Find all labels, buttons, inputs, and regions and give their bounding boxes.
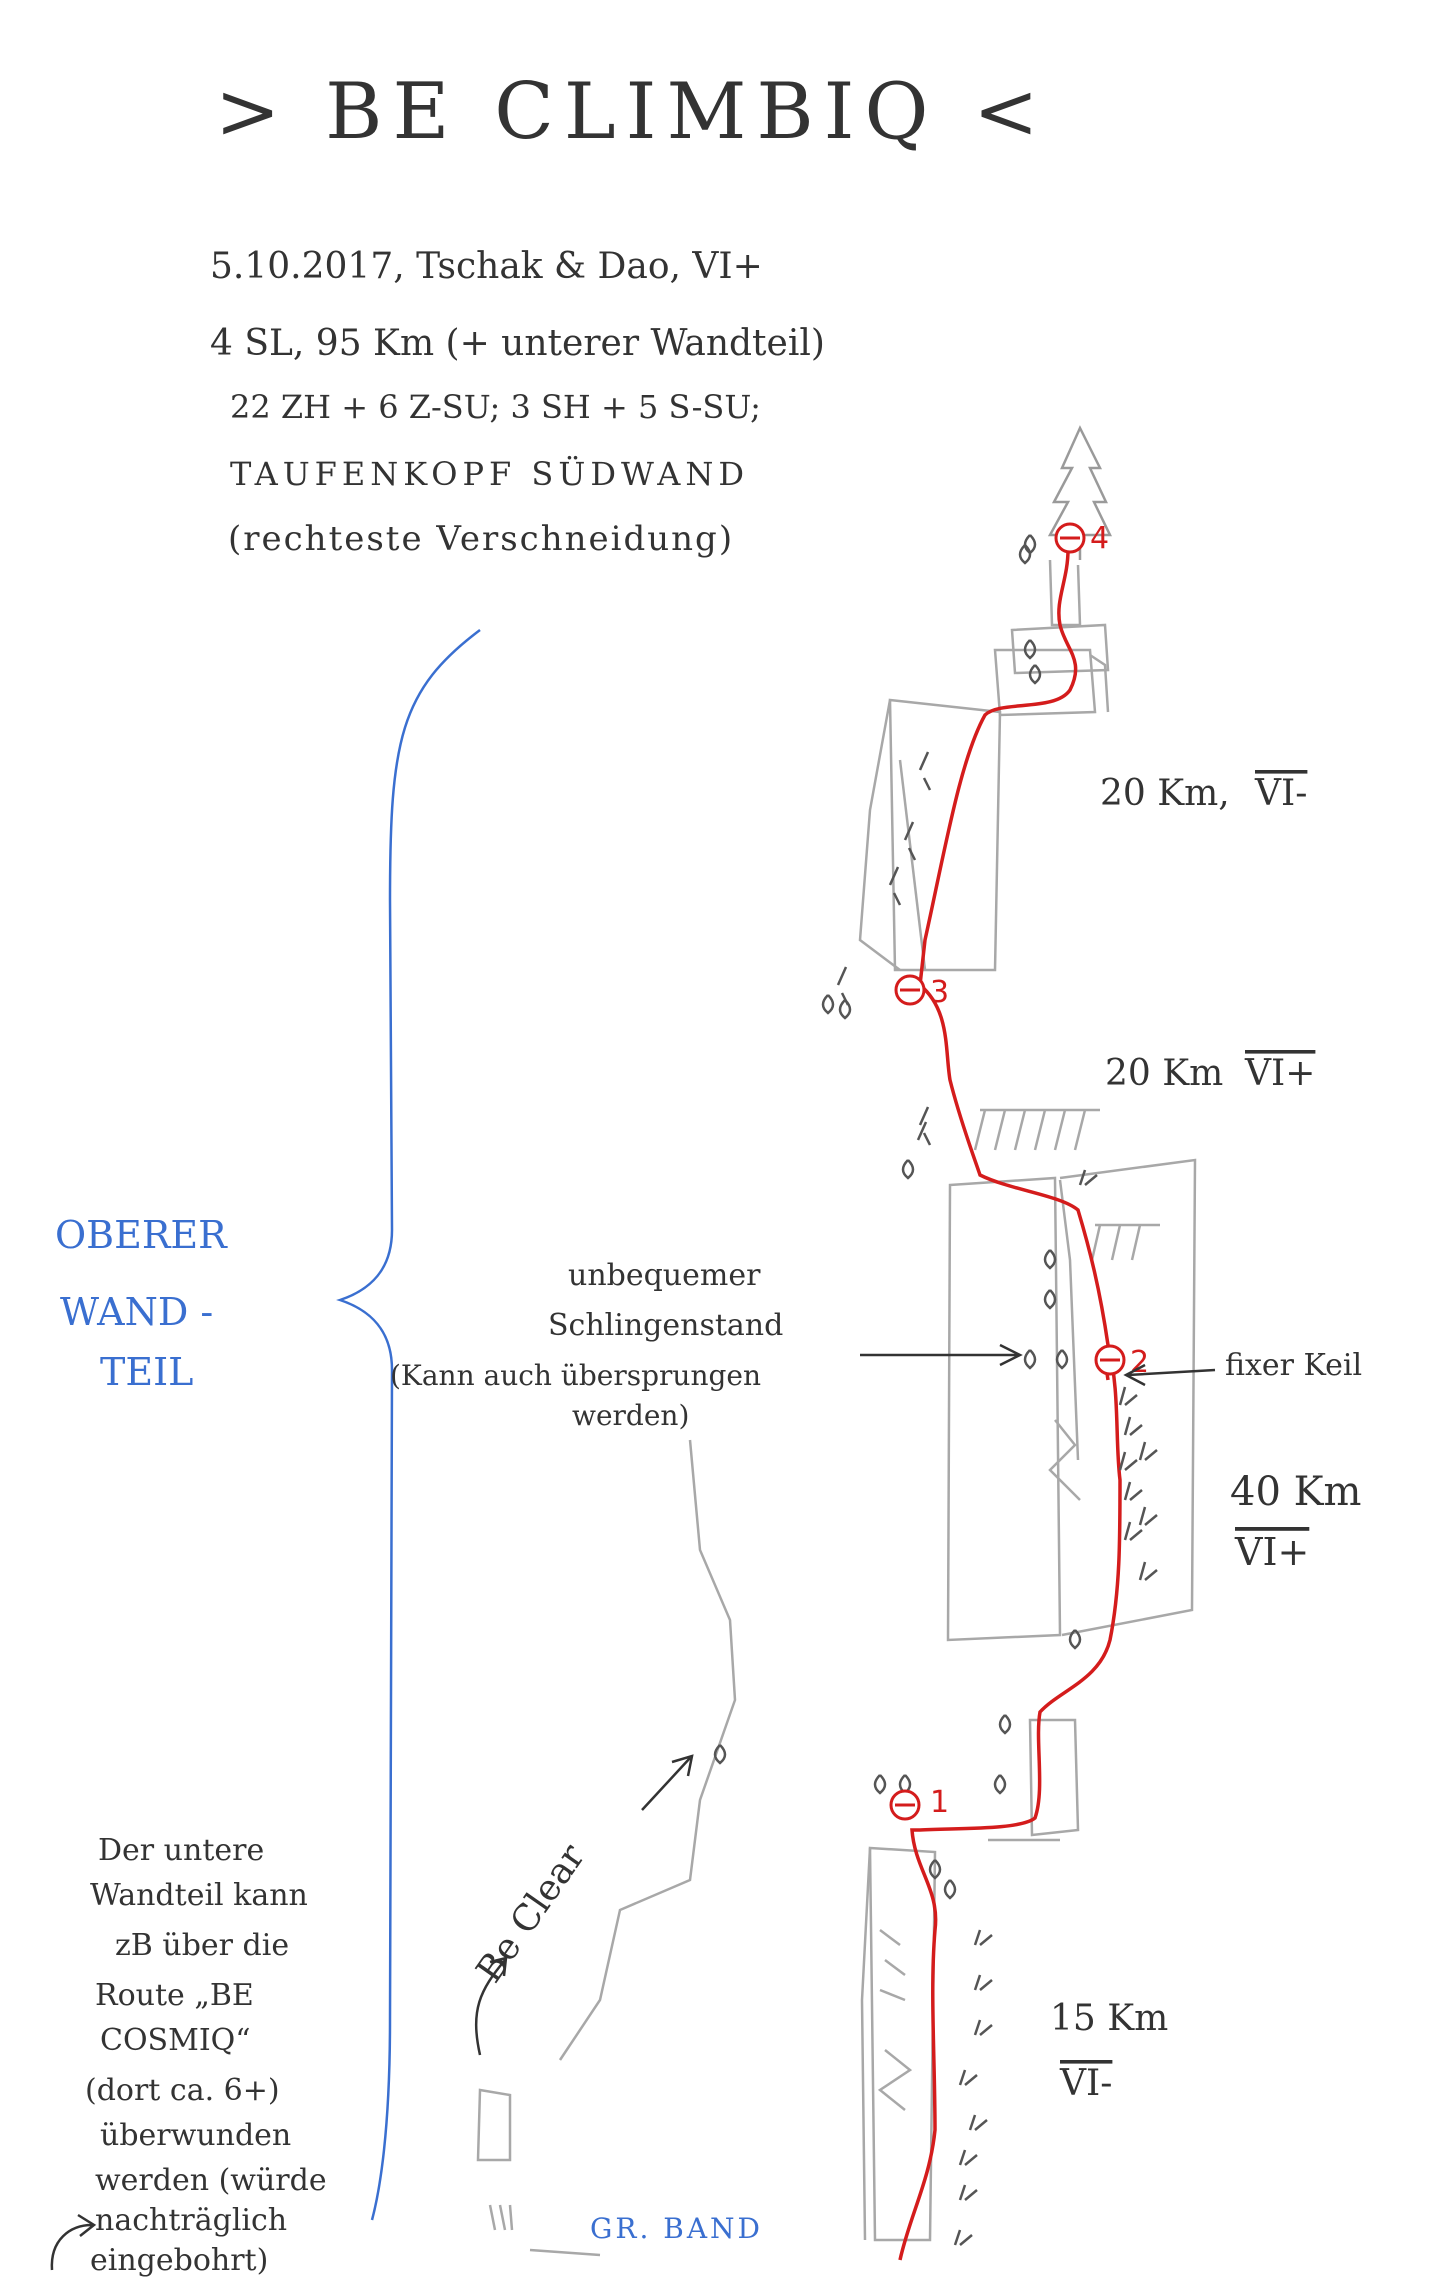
pitch-3-label: 20 Km VI+ <box>1105 1053 1315 1094</box>
pitch-1-grade: VI- <box>1059 2063 1112 2104</box>
pitch-3-grade: VI+ <box>1244 1053 1315 1094</box>
belay-4-number: 4 <box>1090 521 1109 556</box>
pitch-1-length: 15 Km <box>1050 1998 1168 2039</box>
be-clear-label: Be Clear <box>469 1836 594 1990</box>
info-pitches-length: 4 SL, 95 Km (+ unterer Wandteil) <box>210 323 825 364</box>
info-route-location: (rechteste Verschneidung) <box>228 519 734 559</box>
pitch-1-label: 15 Km VI- <box>1050 1998 1168 2104</box>
pitch-2-label: 40 Km VI+ <box>1230 1469 1361 1574</box>
lower-wall-line-9: nachträglich <box>95 2203 287 2238</box>
pitch-4-grade: VI- <box>1254 773 1307 814</box>
sling-stand-note: unbequemer Schlingenstand (Kann auch übe… <box>390 1258 1023 1432</box>
route-info: 5.10.2017, Tschak & Dao, VI+ 4 SL, 95 Km… <box>210 246 825 559</box>
pitch-2-grade: VI+ <box>1234 1530 1309 1574</box>
pitch-4-label: 20 Km, VI- <box>1100 773 1307 814</box>
pitch-4-length: 20 Km, <box>1100 773 1230 814</box>
lower-wall-line-10: eingebohrt) <box>90 2243 268 2278</box>
upper-wall-brace <box>336 629 481 2221</box>
info-gear-count: 22 ZH + 6 Z-SU; 3 SH + 5 S-SU; <box>230 388 761 426</box>
lower-route-arrow <box>474 1956 508 2056</box>
topo-title: > BE CLIMBIQ < <box>215 67 1049 157</box>
belay-1-number: 1 <box>930 1785 949 1820</box>
fixer-keil-label: fixer Keil <box>1225 1348 1362 1383</box>
lower-wall-note: Der untere Wandteil kann zB über die Rou… <box>50 1833 327 2278</box>
belay-station-4: 4 <box>1054 521 1109 556</box>
be-clear-note: Be Clear <box>469 1754 694 2056</box>
rock-features <box>476 559 1197 2257</box>
belay-station-3: 3 <box>894 974 949 1010</box>
pitch-2-length: 40 Km <box>1230 1469 1361 1515</box>
upper-wall-label-line-2: WAND - <box>60 1290 213 1334</box>
belay-3-number: 3 <box>930 975 949 1010</box>
lower-wall-line-3: zB über die <box>115 1928 289 1963</box>
fixer-keil-arrow <box>1123 1363 1216 1387</box>
sling-stand-line-4: werden) <box>572 1399 689 1432</box>
lower-wall-arrow <box>50 2213 97 2271</box>
gr-band-label: GR. BAND <box>590 2212 763 2245</box>
info-wall-name: TAUFENKOPF SÜDWAND <box>230 455 749 493</box>
upper-wall-label: OBERER WAND - TEIL <box>55 1213 228 1394</box>
belay-station-2: 2 <box>1094 1344 1149 1380</box>
sling-stand-line-2: Schlingenstand <box>548 1308 783 1343</box>
lower-wall-line-5: COSMIQ“ <box>100 2023 251 2058</box>
pitch-3-length: 20 Km <box>1105 1053 1223 1094</box>
pitch-labels: 20 Km, VI- 20 Km VI+ 40 Km VI+ 15 Km VI- <box>1050 773 1361 2104</box>
lower-wall-line-4: Route „BE <box>95 1978 254 2013</box>
fixer-keil-note: fixer Keil <box>1123 1348 1362 1387</box>
upper-wall-label-line-3: TEIL <box>100 1350 193 1394</box>
be-clear-arrow <box>641 1754 694 1811</box>
sling-stand-arrow <box>860 1343 1023 1367</box>
lower-wall-line-6: (dort ca. 6+) <box>85 2073 280 2108</box>
lower-wall-line-2: Wandteil kann <box>90 1878 308 1913</box>
belay-station-1: 1 <box>889 1785 949 1821</box>
lower-wall-line-7: überwunden <box>100 2118 291 2153</box>
sling-stand-line-3: (Kann auch übersprungen <box>390 1359 761 1392</box>
sling-stand-line-1: unbequemer <box>568 1258 761 1293</box>
belay-stations: 4 3 2 1 <box>889 521 1149 1821</box>
lower-wall-line-8: werden (würde <box>95 2163 327 2198</box>
protection-marks <box>713 534 1158 2246</box>
upper-wall-label-line-1: OBERER <box>55 1213 228 1257</box>
info-date-climbers-grade: 5.10.2017, Tschak & Dao, VI+ <box>210 246 763 287</box>
lower-wall-line-1: Der untere <box>98 1833 264 1868</box>
